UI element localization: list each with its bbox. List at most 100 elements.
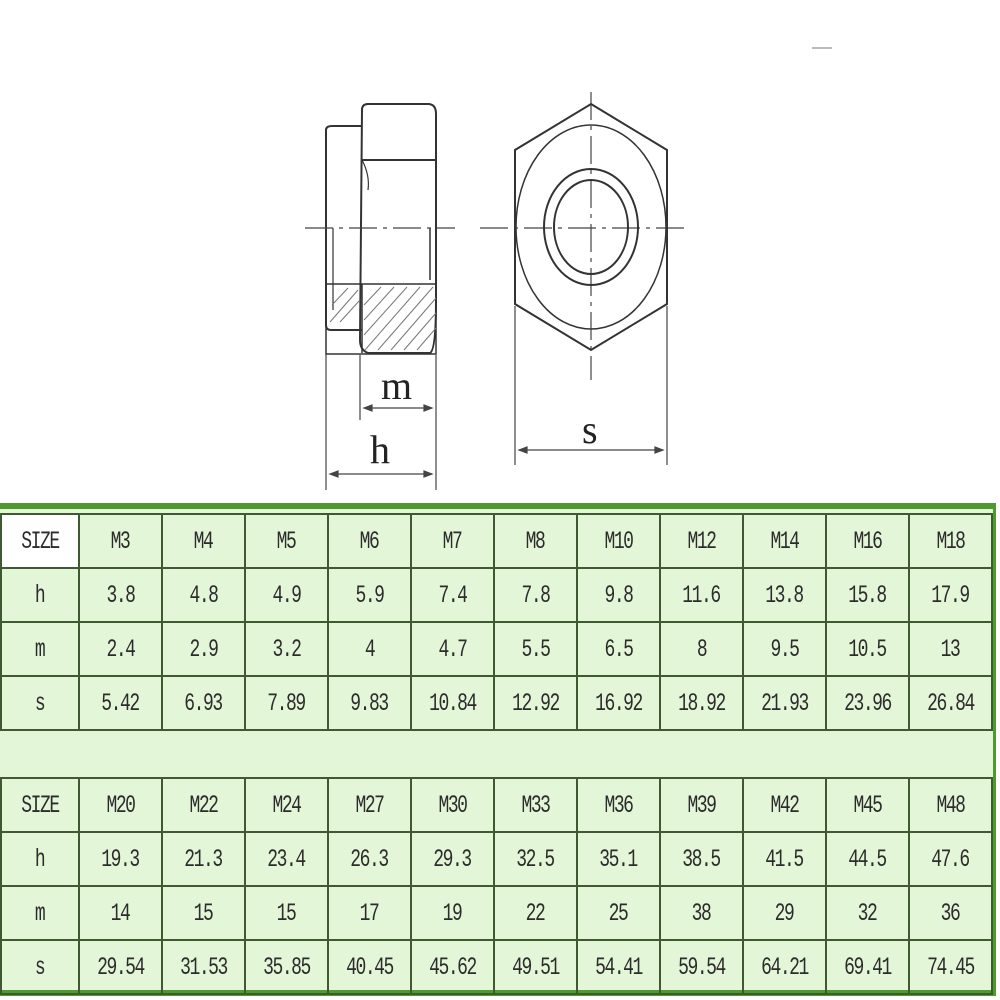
table-row-s: s 5.42 6.93 7.89 9.83 10.84 12.92 16.92 …	[0, 675, 993, 731]
h-cell: 32.5	[493, 831, 578, 887]
table-row-h: h 3.8 4.8 4.9 5.9 7.4 7.8 9.8 11.6 13.8 …	[0, 567, 993, 623]
s-cell: 69.41	[825, 939, 910, 995]
h-cell: 29.3	[410, 831, 495, 887]
row-label-h: h	[0, 567, 80, 623]
h-cell: 23.4	[244, 831, 329, 887]
dim-label-m: m	[381, 363, 413, 408]
s-cell: 21.93	[742, 675, 827, 731]
s-cell: 6.93	[161, 675, 246, 731]
m-cell: 36	[908, 885, 993, 941]
s-cell: 64.21	[742, 939, 827, 995]
row-label-s: s	[0, 675, 80, 731]
h-cell: 15.8	[825, 567, 910, 623]
size-cell: M24	[244, 777, 329, 833]
s-cell: 18.92	[659, 675, 744, 731]
s-cell: 59.54	[659, 939, 744, 995]
m-cell: 9.5	[742, 621, 827, 677]
s-cell: 35.85	[244, 939, 329, 995]
dimension-lines	[325, 306, 668, 490]
h-cell: 19.3	[78, 831, 163, 887]
s-cell: 29.54	[78, 939, 163, 995]
h-cell: 38.5	[659, 831, 744, 887]
hatch-pattern	[329, 286, 437, 351]
size-cell: M7	[410, 513, 495, 569]
m-cell: 3.2	[244, 621, 329, 677]
row-label-size: SIZE	[0, 513, 80, 569]
size-cell: M33	[493, 777, 578, 833]
s-cell: 45.62	[410, 939, 495, 995]
dim-label-s: s	[582, 407, 598, 452]
s-cell: 10.84	[410, 675, 495, 731]
m-cell: 25	[576, 885, 661, 941]
m-cell: 15	[244, 885, 329, 941]
m-cell: 38	[659, 885, 744, 941]
m-cell: 13	[908, 621, 993, 677]
nut-technical-drawing	[305, 47, 832, 490]
table-row-s: s 29.54 31.53 35.85 40.45 45.62 49.51 54…	[0, 939, 993, 995]
s-cell: 26.84	[908, 675, 993, 731]
size-cell: M8	[493, 513, 578, 569]
m-cell: 4.7	[410, 621, 495, 677]
m-cell: 6.5	[576, 621, 661, 677]
h-cell: 4.8	[161, 567, 246, 623]
front-view-drawing	[514, 102, 668, 352]
h-cell: 4.9	[244, 567, 329, 623]
size-cell: M27	[327, 777, 412, 833]
m-cell: 5.5	[493, 621, 578, 677]
m-cell: 29	[742, 885, 827, 941]
size-cell: M45	[825, 777, 910, 833]
h-cell: 17.9	[908, 567, 993, 623]
table-row-size: SIZE M3 M4 M5 M6 M7 M8 M10 M12 M14 M16 M…	[0, 513, 993, 569]
h-cell: 7.8	[493, 567, 578, 623]
row-label-size: SIZE	[0, 777, 80, 833]
size-cell: M18	[908, 513, 993, 569]
s-cell: 49.51	[493, 939, 578, 995]
h-cell: 11.6	[659, 567, 744, 623]
m-cell: 4	[327, 621, 412, 677]
m-cell: 15	[161, 885, 246, 941]
row-label-m: m	[0, 885, 80, 941]
row-label-m: m	[0, 621, 80, 677]
m-cell: 32	[825, 885, 910, 941]
table-row-size: SIZE M20 M22 M24 M27 M30 M33 M36 M39 M42…	[0, 777, 993, 833]
table-spacer-row	[0, 723, 993, 777]
row-label-h: h	[0, 831, 80, 887]
s-cell: 5.42	[78, 675, 163, 731]
m-cell: 22	[493, 885, 578, 941]
dimension-table-block-2: SIZE M20 M22 M24 M27 M30 M33 M36 M39 M42…	[0, 777, 993, 995]
h-cell: 44.5	[825, 831, 910, 887]
h-cell: 21.3	[161, 831, 246, 887]
h-cell: 3.8	[78, 567, 163, 623]
h-cell: 26.3	[327, 831, 412, 887]
size-cell: M5	[244, 513, 329, 569]
size-cell: M4	[161, 513, 246, 569]
size-cell: M22	[161, 777, 246, 833]
h-cell: 9.8	[576, 567, 661, 623]
m-cell: 2.4	[78, 621, 163, 677]
side-view-drawing	[325, 103, 437, 355]
m-cell: 17	[327, 885, 412, 941]
m-cell: 19	[410, 885, 495, 941]
s-cell: 54.41	[576, 939, 661, 995]
s-cell: 9.83	[327, 675, 412, 731]
size-cell: M39	[659, 777, 744, 833]
size-cell: M48	[908, 777, 993, 833]
s-cell: 12.92	[493, 675, 578, 731]
s-cell: 7.89	[244, 675, 329, 731]
size-cell: M16	[825, 513, 910, 569]
h-cell: 13.8	[742, 567, 827, 623]
dimension-table-block-1: SIZE M3 M4 M5 M6 M7 M8 M10 M12 M14 M16 M…	[0, 513, 993, 731]
size-cell: M10	[576, 513, 661, 569]
size-cell: M20	[78, 777, 163, 833]
table-row-m: m 14 15 15 17 19 22 25 38 29 32 36	[0, 885, 993, 941]
m-cell: 8	[659, 621, 744, 677]
dimension-table: SIZE M3 M4 M5 M6 M7 M8 M10 M12 M14 M16 M…	[0, 503, 996, 996]
table-row-m: m 2.4 2.9 3.2 4 4.7 5.5 6.5 8 9.5 10.5 1…	[0, 621, 993, 677]
m-cell: 10.5	[825, 621, 910, 677]
size-cell: M14	[742, 513, 827, 569]
s-cell: 16.92	[576, 675, 661, 731]
dim-label-h: h	[370, 427, 390, 472]
h-cell: 47.6	[908, 831, 993, 887]
m-cell: 2.9	[161, 621, 246, 677]
size-cell: M3	[78, 513, 163, 569]
